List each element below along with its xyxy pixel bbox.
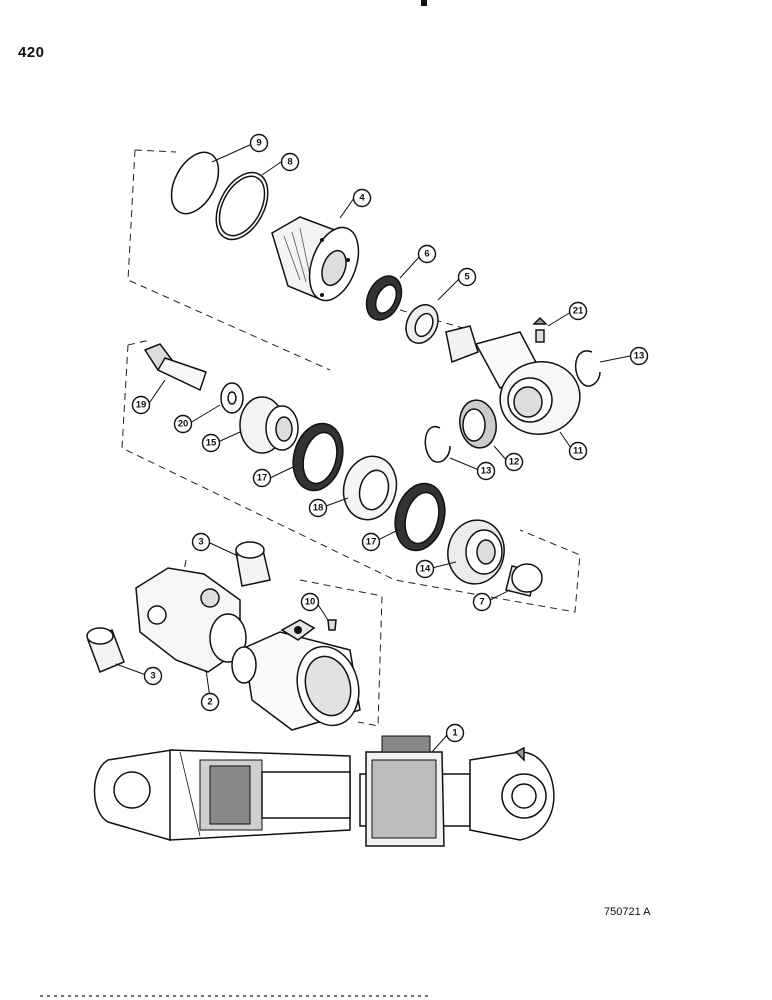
svg-text:8: 8 xyxy=(287,157,292,168)
part-2-cylinder-base xyxy=(135,567,247,673)
part-21-grease-fitting xyxy=(532,316,548,343)
svg-text:3: 3 xyxy=(198,537,203,548)
cylinder-barrel xyxy=(231,619,361,731)
callout-2: 2 xyxy=(200,692,220,712)
callout-13-lower: 13 xyxy=(476,461,496,481)
callout-3-lower: 3 xyxy=(143,666,163,686)
part-7-bushing xyxy=(505,563,543,597)
part-5-wiper xyxy=(405,304,439,344)
part-11-rod-eye xyxy=(499,361,581,435)
part-13-snap-ring-upper xyxy=(574,350,601,387)
part-15-piston xyxy=(239,396,299,454)
svg-text:6: 6 xyxy=(424,249,429,260)
svg-text:15: 15 xyxy=(206,438,217,449)
callout-10: 10 xyxy=(300,592,320,612)
callout-15: 15 xyxy=(201,433,221,453)
callout-17-upper: 17 xyxy=(252,468,272,488)
callout-19: 19 xyxy=(131,395,151,415)
svg-text:5: 5 xyxy=(464,272,470,283)
svg-text:21: 21 xyxy=(573,306,584,317)
callout-13-upper: 13 xyxy=(629,346,649,366)
callout-17-lower: 17 xyxy=(361,532,381,552)
part-12-bushing xyxy=(459,399,497,449)
svg-text:13: 13 xyxy=(634,351,645,362)
top-mark xyxy=(421,0,427,6)
svg-text:4: 4 xyxy=(359,193,365,204)
svg-text:2: 2 xyxy=(207,697,212,708)
callout-4: 4 xyxy=(352,188,372,208)
svg-text:1: 1 xyxy=(452,728,458,739)
part-8-backup-ring xyxy=(215,171,269,241)
callout-8: 8 xyxy=(280,152,300,172)
part-18-wear-ring xyxy=(342,455,398,521)
part-17-seal-lower xyxy=(394,482,446,552)
svg-text:19: 19 xyxy=(136,400,147,411)
callout-3-upper: 3 xyxy=(191,532,211,552)
part-19-bolt xyxy=(143,343,207,392)
part-3-bushing-upper xyxy=(235,541,271,587)
callout-12: 12 xyxy=(504,452,524,472)
figure-code: 750721 A xyxy=(604,906,651,918)
svg-text:12: 12 xyxy=(509,457,520,468)
part-6-seal xyxy=(365,275,403,321)
callout-9: 9 xyxy=(249,133,269,153)
callout-21: 21 xyxy=(568,301,588,321)
page-number: 420 xyxy=(18,44,45,61)
callout-18: 18 xyxy=(308,498,328,518)
part-13-snap-ring-lower xyxy=(424,425,451,463)
svg-text:7: 7 xyxy=(479,597,484,608)
svg-text:9: 9 xyxy=(256,138,261,149)
part-14-piston xyxy=(447,519,505,585)
part-3-bushing-lower xyxy=(86,627,125,673)
callout-14: 14 xyxy=(415,559,435,579)
svg-text:17: 17 xyxy=(257,473,268,484)
svg-text:18: 18 xyxy=(313,503,324,514)
svg-text:3: 3 xyxy=(150,671,155,682)
callout-20: 20 xyxy=(173,414,193,434)
part-17-seal-upper xyxy=(292,422,344,492)
callout-11: 11 xyxy=(568,441,588,461)
part-10-grease-fitting xyxy=(327,619,337,631)
svg-text:11: 11 xyxy=(573,446,584,457)
part-20-washer xyxy=(220,382,244,414)
callout-1: 1 xyxy=(445,723,465,743)
callout-7: 7 xyxy=(472,592,492,612)
part-4-head xyxy=(271,216,360,302)
svg-text:17: 17 xyxy=(366,537,377,548)
svg-text:13: 13 xyxy=(481,466,492,477)
svg-text:14: 14 xyxy=(420,564,431,575)
svg-text:20: 20 xyxy=(178,419,189,430)
callout-5: 5 xyxy=(457,267,477,287)
callout-6: 6 xyxy=(417,244,437,264)
svg-text:10: 10 xyxy=(305,597,316,608)
assembled-cylinder xyxy=(93,735,555,847)
part-9-o-ring xyxy=(170,151,220,215)
